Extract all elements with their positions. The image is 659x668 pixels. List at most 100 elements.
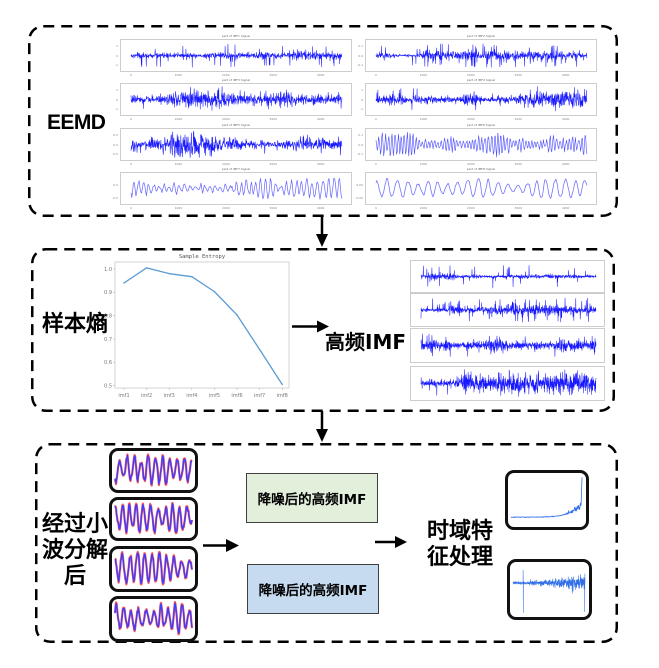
arrow-eemd-to-entropy [316,217,328,247]
imf-signal-line [420,369,597,397]
imf-plot-title: part of IMF8 Signal [466,167,496,171]
y-tick-label: 0.5 [104,383,112,389]
imf-signal-chart [420,369,597,397]
imf-signal-line [375,43,588,68]
denoised-signal-line [114,602,193,634]
imf-plot-frame [120,83,352,116]
y-tick-label: 0.6 [104,360,112,366]
imf-signal-line [375,178,588,199]
feature-chart [510,477,583,519]
x-tick-label: imf7 [254,393,265,399]
imf-plot-frame [410,260,605,293]
x-tick-label: imf3 [164,393,175,399]
x-tick-label: 3000 [269,206,278,210]
high-frequency-imf-plot [410,293,605,327]
x-tick-label: 1000 [419,117,428,121]
feature-signal-line [510,477,583,519]
y-tick-label: 0 [116,53,118,58]
imf-plot-frame [410,293,605,327]
imf-signal-line [375,86,588,112]
wavelet-decomposition-label: 经过小 波分解 后 [39,512,111,590]
x-tick-label: imf8 [277,393,288,399]
imf-signal-chart [130,177,343,200]
time-domain-feature-plot [507,559,592,620]
x-tick-label: 1000 [419,206,428,210]
entropy-data-point [258,348,261,351]
x-tick-label: 0 [375,73,377,77]
y-tick-label: 1.0 [104,267,112,273]
time-domain-feature-plot [505,470,589,530]
y-tick-label: -0.1 [357,63,363,68]
x-tick-label: 2000 [222,162,230,166]
denoised-signal-line [114,503,193,534]
imf-plot-title: part of IMF2 Signal [466,34,496,38]
imf-signal-line [130,43,343,68]
sample-entropy-label: 样本熵 [42,312,109,337]
x-tick-label: 3000 [514,162,523,166]
x-tick-label: 0 [375,206,377,210]
denoised-signal-plot [109,546,198,592]
x-tick-label: 4000 [316,73,325,77]
feature-chart [512,569,586,613]
imf-plot-frame [365,39,597,72]
denoised-imf-box-label: 降噪后的高频IMF [257,492,367,508]
imf-signal-chart [375,43,588,68]
imf-plot-title: part of IMF1 Signal [221,34,251,38]
y-tick-label: 0.7 [104,337,112,343]
x-tick-label: imf6 [231,393,242,399]
x-tick-label: 0 [375,117,377,121]
y-tick-label: 0.8 [104,313,112,319]
x-tick-label: 2000 [467,73,475,77]
high-frequency-imf-plot [410,366,605,401]
y-tick-label: -0.1 [357,152,363,157]
arrow-head [316,429,328,442]
entropy-data-point [281,383,283,386]
imf-plot-title: part of IMF7 Signal [221,167,251,171]
y-tick-label: -1 [115,63,118,68]
label-line: 波分解 [41,538,108,563]
x-tick-label: 4000 [561,206,570,210]
x-tick-label: 0 [130,162,132,166]
y-tick-label: 0 [116,97,118,102]
y-tick-label: -0.5 [112,152,118,157]
x-tick-label: 4000 [561,73,570,77]
imf-signal-chart [130,131,343,158]
arrow-entropy-to-wavelet [316,411,328,442]
dashed-frame [28,25,618,217]
y-tick-label: -1 [360,107,363,112]
x-tick-label: 3000 [269,117,278,121]
y-tick-label: 0.0 [358,142,363,147]
x-tick-label: 1000 [419,162,428,166]
imf-plot-title: part of IMF4 Signal [466,78,496,82]
dashed-frame [35,443,618,643]
imf-signal-chart [130,86,343,111]
y-tick-label: 1 [116,87,118,92]
y-tick-label: 0.1 [358,132,363,137]
x-tick-label: 0 [130,206,132,210]
y-tick-label: 0.5 [113,132,118,137]
y-tick-label: -1 [115,107,118,112]
chart-plot-area [114,261,290,389]
x-tick-label: 1000 [174,73,183,77]
y-tick-label: 1 [116,43,118,48]
wavelet-section-border [35,443,618,643]
x-tick-label: 2000 [467,117,475,121]
imf-signal-chart [375,131,588,158]
imf-signal-chart [130,43,343,68]
feature-signal-line [512,569,586,613]
y-tick-label: -0.5 [112,196,118,201]
imf-signal-chart [420,297,597,323]
imf-signal-chart [420,265,597,289]
x-tick-label: 3000 [514,117,523,121]
imf-plot-frame [410,328,605,363]
high-frequency-imf-plot [410,328,605,363]
x-tick-label: 0 [130,117,132,121]
entropy-series-line [123,267,283,385]
high-frequency-imf-plot [410,260,605,293]
